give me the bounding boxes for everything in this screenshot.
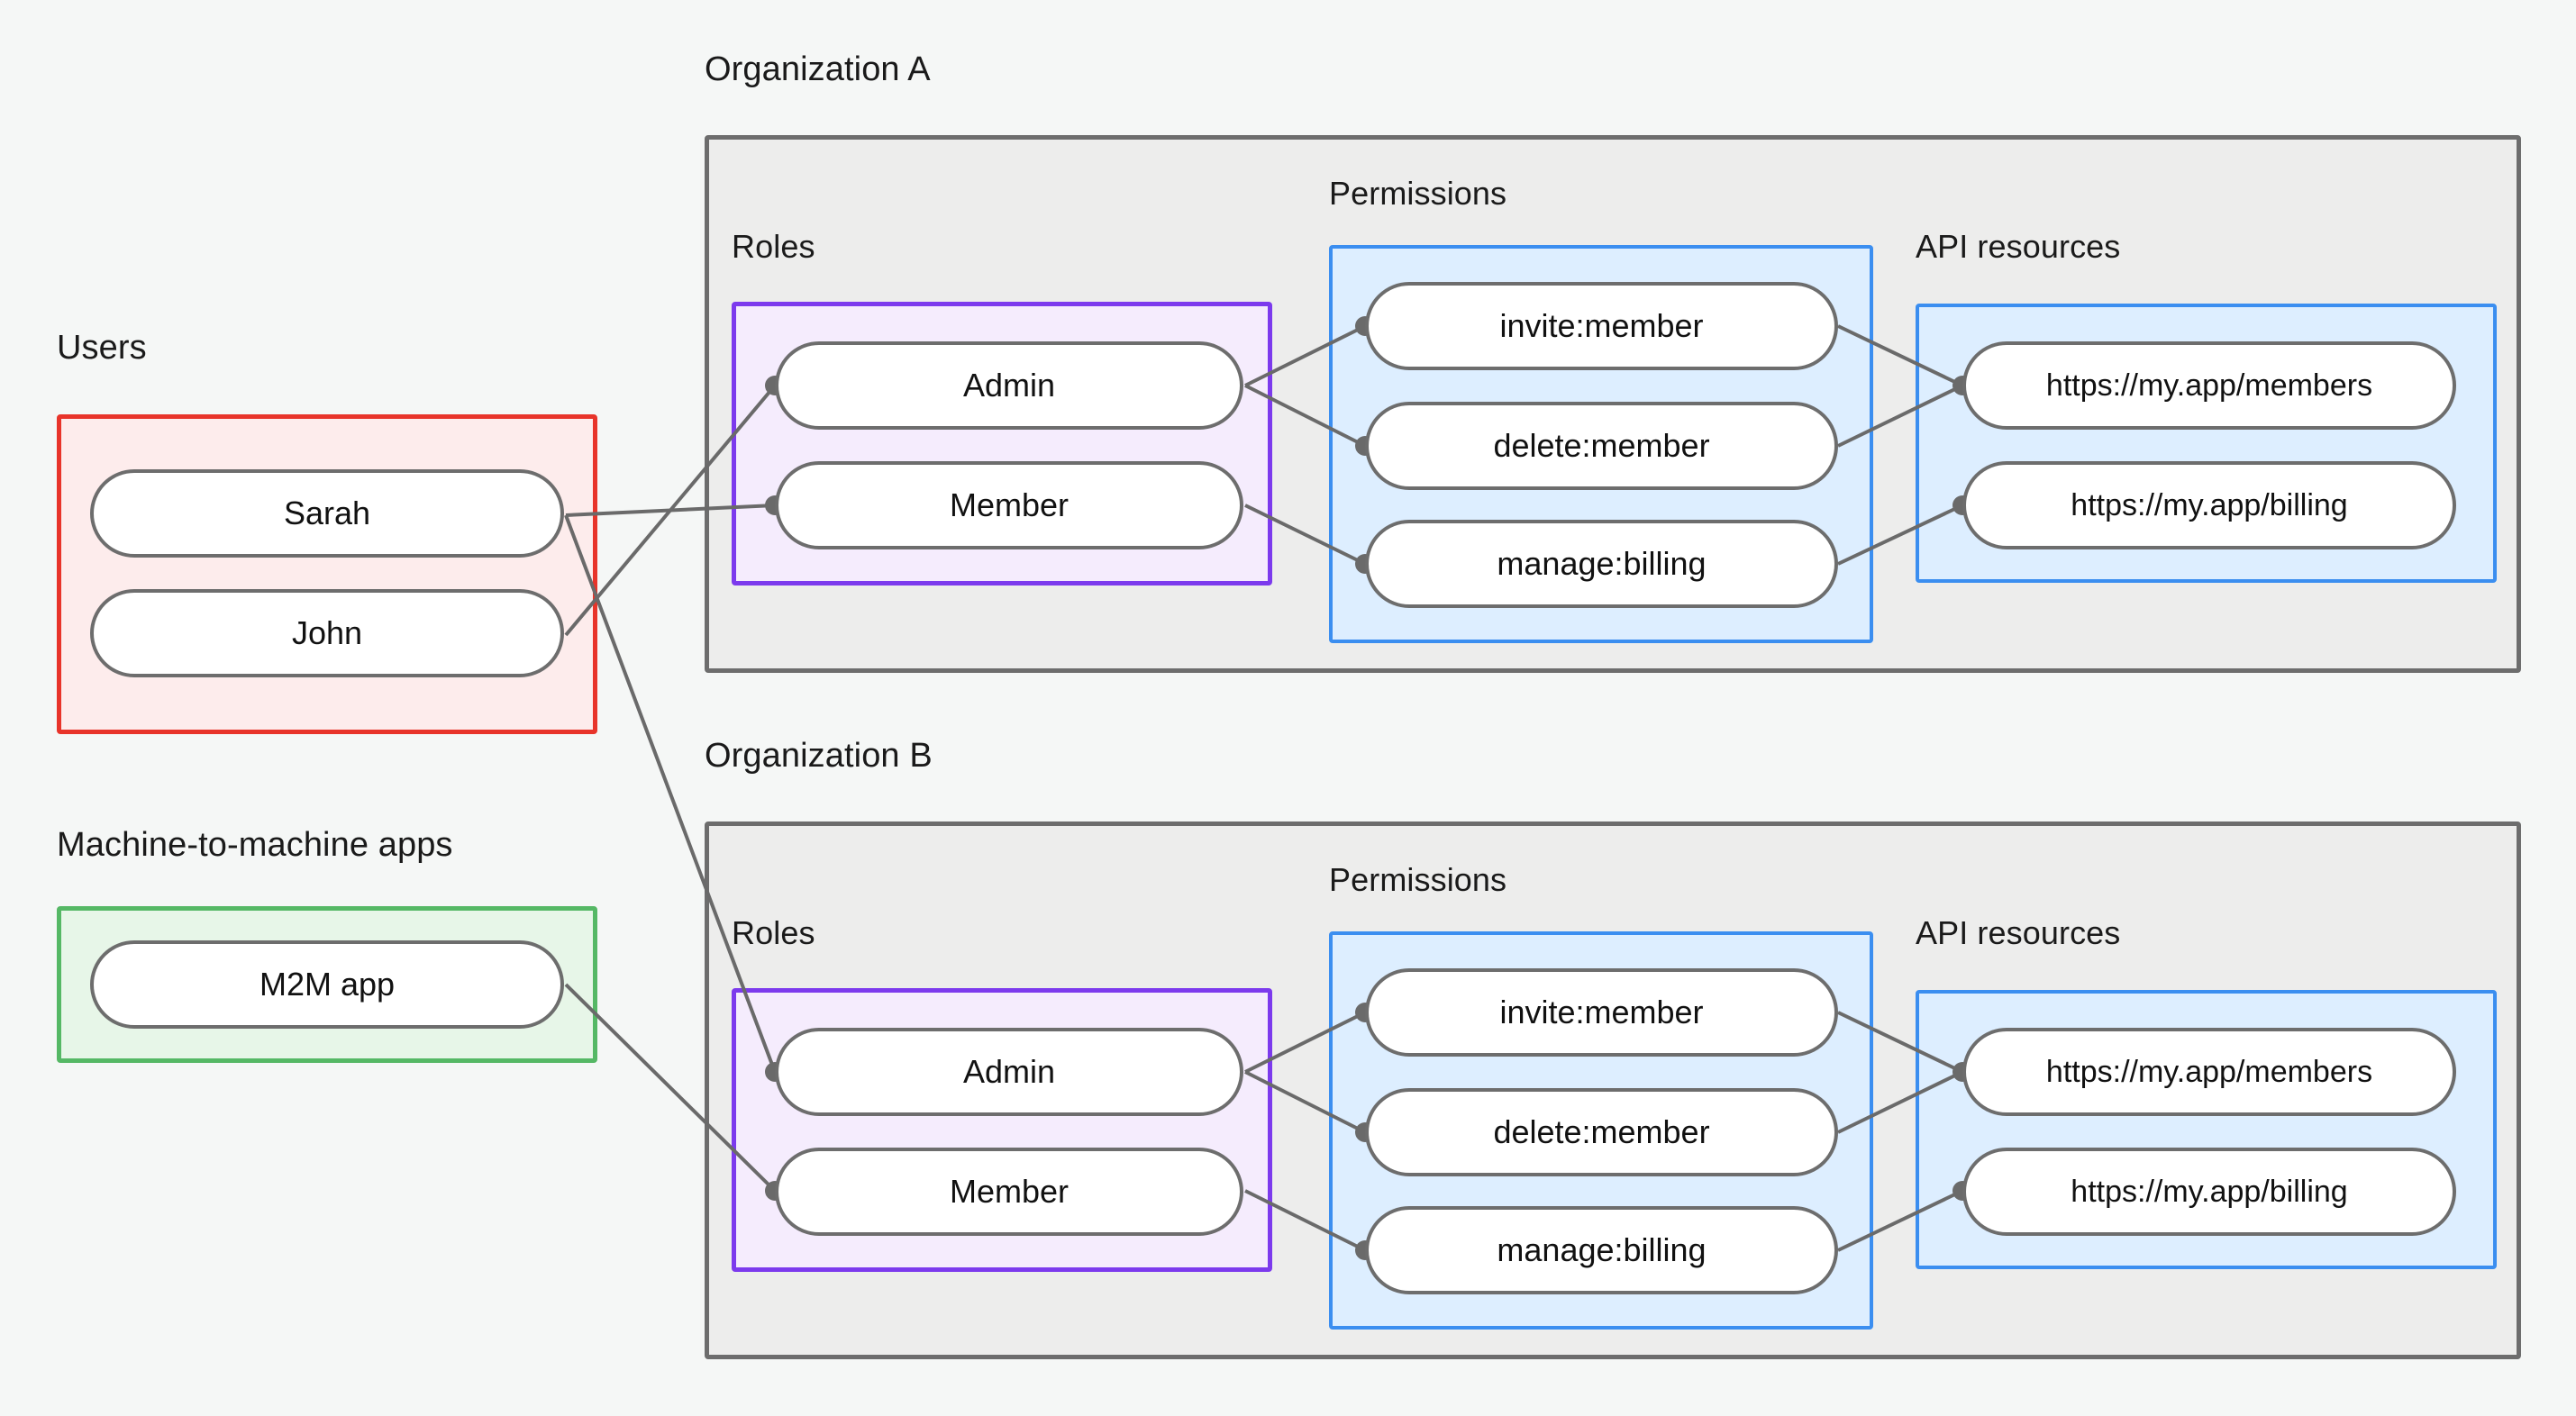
users-group-label: Users: [57, 329, 147, 367]
user-pill-john[interactable]: John: [90, 589, 564, 677]
org-a-role-pill-member[interactable]: Member: [775, 461, 1243, 549]
users-box: [57, 414, 597, 734]
org-b-permission-pill-invite[interactable]: invite:member: [1365, 968, 1838, 1057]
org-a-api-pill-members[interactable]: https://my.app/members: [1962, 341, 2456, 430]
org-b-roles-label: Roles: [732, 914, 815, 951]
org-b-permission-pill-delete[interactable]: delete:member: [1365, 1088, 1838, 1176]
org-a-role-pill-admin[interactable]: Admin: [775, 341, 1243, 430]
org-b-permission-pill-billing[interactable]: manage:billing: [1365, 1206, 1838, 1294]
m2m-group-label: Machine-to-machine apps: [57, 826, 453, 864]
m2m-pill-app[interactable]: M2M app: [90, 940, 564, 1029]
org-a-permission-pill-delete[interactable]: delete:member: [1365, 402, 1838, 490]
org-b-api-resources-label: API resources: [1916, 914, 2121, 951]
org-a-permission-pill-billing[interactable]: manage:billing: [1365, 520, 1838, 608]
org-b-role-pill-member[interactable]: Member: [775, 1148, 1243, 1236]
org-a-permission-pill-invite[interactable]: invite:member: [1365, 282, 1838, 370]
org-a-api-pill-billing[interactable]: https://my.app/billing: [1962, 461, 2456, 549]
org-a-roles-label: Roles: [732, 228, 815, 265]
org-b-label: Organization B: [705, 737, 933, 775]
org-b-api-pill-billing[interactable]: https://my.app/billing: [1962, 1148, 2456, 1236]
user-pill-sarah[interactable]: Sarah: [90, 469, 564, 558]
org-a-permissions-label: Permissions: [1329, 175, 1507, 212]
org-a-label: Organization A: [705, 50, 931, 88]
org-b-permissions-label: Permissions: [1329, 861, 1507, 898]
org-a-api-resources-label: API resources: [1916, 228, 2121, 265]
org-b-role-pill-admin[interactable]: Admin: [775, 1028, 1243, 1116]
org-b-api-pill-members[interactable]: https://my.app/members: [1962, 1028, 2456, 1116]
